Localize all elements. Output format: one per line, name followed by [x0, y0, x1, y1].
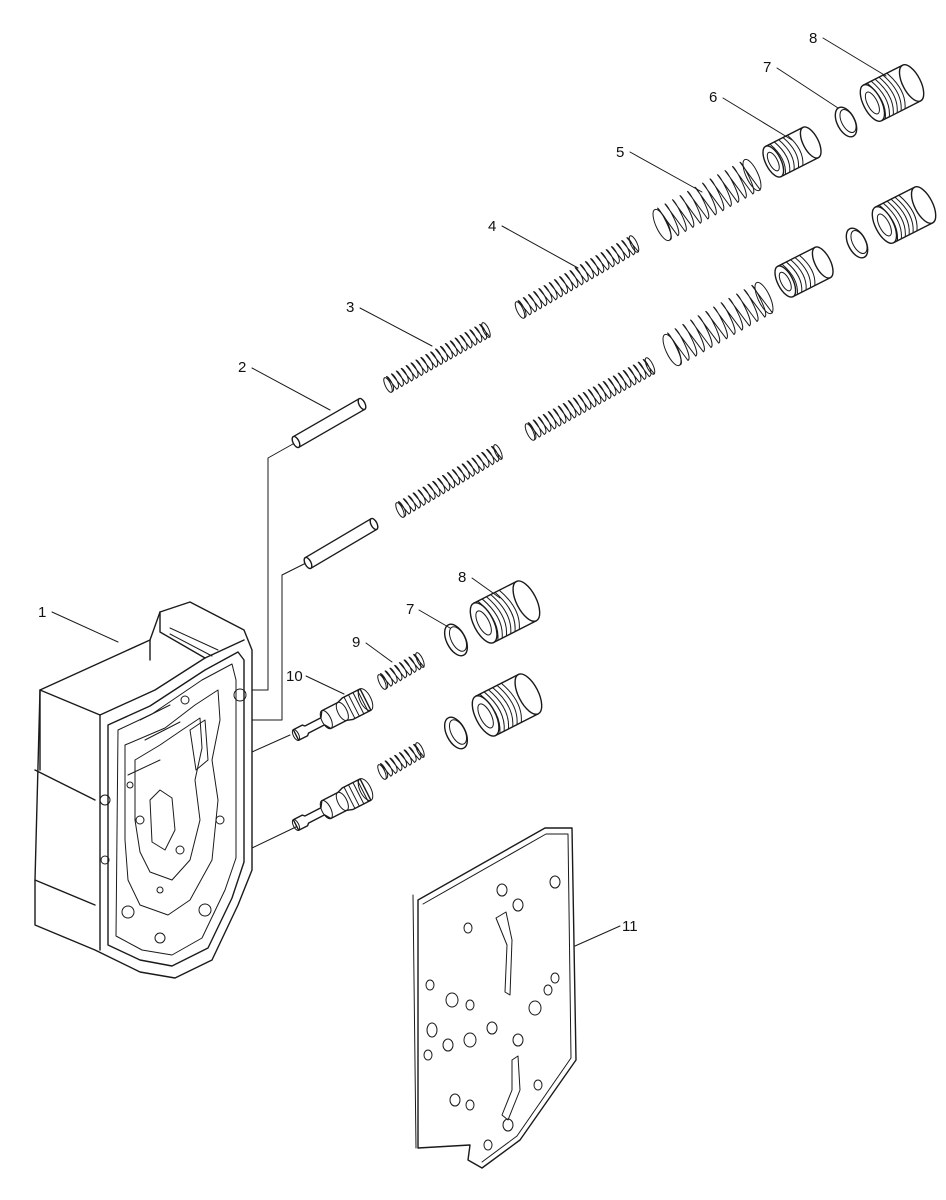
leader-line	[629, 151, 703, 193]
spring-9b	[377, 742, 425, 780]
callout-c1: 1	[38, 604, 119, 643]
leader-line	[251, 367, 331, 411]
spool-10a	[291, 688, 374, 741]
spring-4a	[514, 235, 640, 319]
callout-number: 11	[622, 918, 638, 935]
washer-7c	[443, 623, 469, 657]
leader-line	[574, 925, 621, 947]
sleeve-8b	[871, 186, 937, 244]
spring-5a	[652, 158, 762, 242]
exploded-parts	[291, 64, 937, 831]
leader-line	[776, 67, 839, 109]
callout-c5: 5	[616, 144, 703, 193]
assembly-lines	[251, 439, 313, 849]
leader-line	[501, 225, 579, 269]
leader-line	[51, 611, 119, 643]
callout-c7a: 7	[763, 59, 839, 109]
pin-a	[291, 397, 367, 449]
callout-number: 9	[352, 634, 360, 651]
callout-number: 8	[458, 569, 466, 586]
callout-labels: 1 2 3 4 5 6 7 8 7 8 9 10 11	[38, 30, 887, 947]
separator-plate	[412, 827, 577, 1169]
callout-number: 10	[286, 668, 303, 685]
pin-b	[303, 517, 379, 570]
callout-number: 1	[38, 604, 46, 621]
callout-number: 7	[763, 59, 771, 76]
callout-c9: 9	[352, 634, 393, 663]
callout-c7b: 7	[406, 601, 451, 629]
callout-number: 2	[238, 359, 246, 376]
callout-c4: 4	[488, 218, 579, 269]
callout-number: 3	[346, 299, 354, 316]
callout-number: 8	[809, 30, 817, 47]
leader-line	[822, 37, 887, 77]
leader-line	[471, 577, 501, 599]
callout-number: 6	[709, 89, 717, 106]
leader-line	[418, 609, 451, 629]
callout-c6: 6	[709, 89, 793, 141]
sleeve-8c	[469, 580, 541, 644]
valve-body	[34, 601, 253, 979]
plug-6b	[774, 246, 834, 298]
leader-line	[365, 642, 393, 663]
spring-3b	[395, 444, 503, 518]
callout-number: 7	[406, 601, 414, 618]
leader-line	[305, 675, 345, 695]
spring-5b	[662, 281, 774, 367]
spring-9a	[377, 652, 425, 690]
callout-number: 5	[616, 144, 624, 161]
washer-7a	[834, 106, 858, 138]
leader-line	[722, 97, 793, 141]
sleeve-8d	[471, 673, 543, 737]
spring-4b	[524, 357, 656, 441]
callout-c8a: 8	[809, 30, 887, 77]
washer-7b	[845, 227, 869, 259]
callout-c8b: 8	[458, 569, 501, 599]
callout-c2: 2	[238, 359, 331, 411]
sleeve-8a	[859, 64, 925, 122]
spring-3a	[383, 322, 491, 393]
callout-c10: 10	[286, 668, 345, 695]
callout-c3: 3	[346, 299, 433, 347]
callout-c11: 11	[574, 918, 638, 947]
callout-number: 4	[488, 218, 496, 235]
washer-7d	[443, 716, 469, 750]
leader-line	[359, 307, 433, 347]
spool-10b	[291, 778, 374, 831]
plug-6a	[762, 126, 822, 178]
